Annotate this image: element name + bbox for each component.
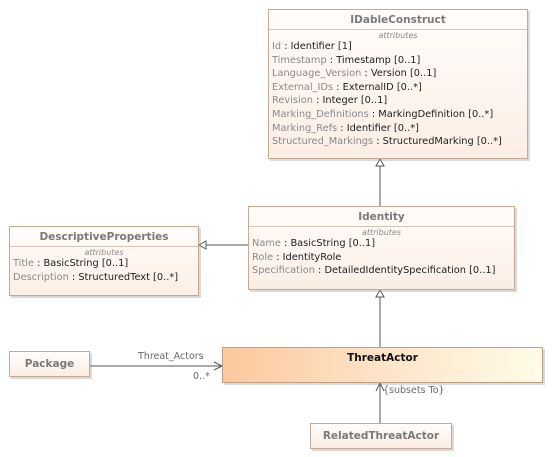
- association-role-label: Threat_Actors: [138, 351, 204, 362]
- attribute-type: Integer [0..1]: [322, 95, 388, 107]
- attribute-name: Language_Version: [272, 68, 362, 80]
- attribute-list: Id : Identifier [1] Timestamp : Timestamp…: [269, 40, 527, 149]
- attribute-row: Timestamp : Timestamp [0..1]: [272, 54, 421, 66]
- attribute-row: Specification : DetailedIdentitySpecific…: [252, 265, 496, 277]
- class-title: DescriptiveProperties: [10, 227, 198, 247]
- attribute-row: Revision : Integer [0..1]: [272, 95, 388, 107]
- attribute-row: Marking_Definitions : MarkingDefinition …: [272, 108, 494, 120]
- association-multiplicity-label: 0..*: [193, 371, 210, 382]
- class-identity[interactable]: Identity attributes Name : BasicString […: [248, 206, 515, 290]
- attribute-type: BasicString [0..1]: [43, 258, 129, 269]
- attribute-name: Description: [13, 271, 69, 283]
- attribute-name: External_IDs: [272, 81, 334, 93]
- attribute-name: Timestamp: [272, 54, 327, 66]
- attribute-row: Id : Identifier [1]: [272, 41, 352, 52]
- attribute-type: IdentityRole: [282, 251, 342, 263]
- attribute-row: Title : BasicString [0..1]: [13, 258, 129, 269]
- attribute-list: Name : BasicString [0..1] Role : Identity…: [249, 237, 514, 278]
- class-title: Identity: [249, 207, 514, 227]
- attribute-row: Name : BasicString [0..1]: [252, 238, 376, 249]
- attribute-name: Specification: [252, 265, 315, 277]
- attribute-row: Marking_Refs : Identifier [0..*]: [272, 122, 419, 134]
- attribute-row: Description : StructuredText [0..*]: [13, 271, 179, 283]
- class-relatedthreatactor[interactable]: RelatedThreatActor: [310, 423, 452, 449]
- attribute-name: Name: [252, 238, 281, 249]
- attribute-name: Title: [13, 258, 34, 269]
- attribute-type: DetailedIdentitySpecification [0..1]: [324, 265, 496, 277]
- class-title: Package: [24, 358, 75, 370]
- attribute-type: Version [0..1]: [370, 68, 437, 80]
- attribute-list: Title : BasicString [0..1] Description : …: [10, 257, 198, 284]
- attribute-name: Id: [272, 41, 282, 52]
- attribute-row: External_IDs : ExternalID [0..*]: [272, 81, 422, 93]
- attribute-type: MarkingDefinition [0..*]: [378, 108, 494, 120]
- section-label: attributes: [84, 248, 124, 257]
- attribute-name: Revision: [272, 95, 313, 107]
- attribute-row: Language_Version : Version [0..1]: [272, 68, 437, 80]
- attribute-type: Identifier [1]: [290, 41, 352, 52]
- attribute-name: Role: [252, 251, 274, 263]
- attribute-type: ExternalID [0..*]: [342, 81, 422, 93]
- generalization-arrowhead: [197, 240, 207, 250]
- class-title: ThreatActor: [347, 352, 418, 364]
- class-descriptiveproperties[interactable]: DescriptiveProperties attributes Title :…: [9, 226, 199, 296]
- attribute-type: Identifier [0..*]: [346, 122, 419, 134]
- class-threatactor[interactable]: ThreatActor: [222, 347, 543, 383]
- attribute-type: Timestamp [0..1]: [336, 54, 421, 66]
- attribute-name: Marking_Definitions: [272, 108, 369, 120]
- attribute-name: Marking_Refs: [272, 122, 338, 134]
- attribute-row: Structured_Markings : StructuredMarking …: [272, 136, 502, 148]
- attribute-name: Structured_Markings: [272, 136, 374, 148]
- class-package[interactable]: Package: [9, 351, 90, 377]
- generalization-arrowhead: [375, 157, 385, 167]
- attribute-type: StructuredMarking [0..*]: [382, 136, 502, 148]
- section-label: attributes: [361, 228, 402, 237]
- association-arrowhead: [375, 381, 385, 392]
- section-label: attributes: [378, 31, 418, 40]
- association-constraint-label: {subsets To}: [383, 385, 445, 396]
- attribute-type: BasicString [0..1]: [290, 238, 376, 249]
- class-title: RelatedThreatActor: [322, 430, 440, 442]
- class-title: IDableConstruct: [269, 10, 527, 30]
- generalization-arrowhead: [375, 288, 385, 298]
- attribute-type: StructuredText [0..*]: [78, 271, 179, 283]
- attribute-row: Role : IdentityRole: [252, 251, 342, 263]
- class-idableconstruct[interactable]: IDableConstruct attributes Id : Identifi…: [268, 9, 528, 159]
